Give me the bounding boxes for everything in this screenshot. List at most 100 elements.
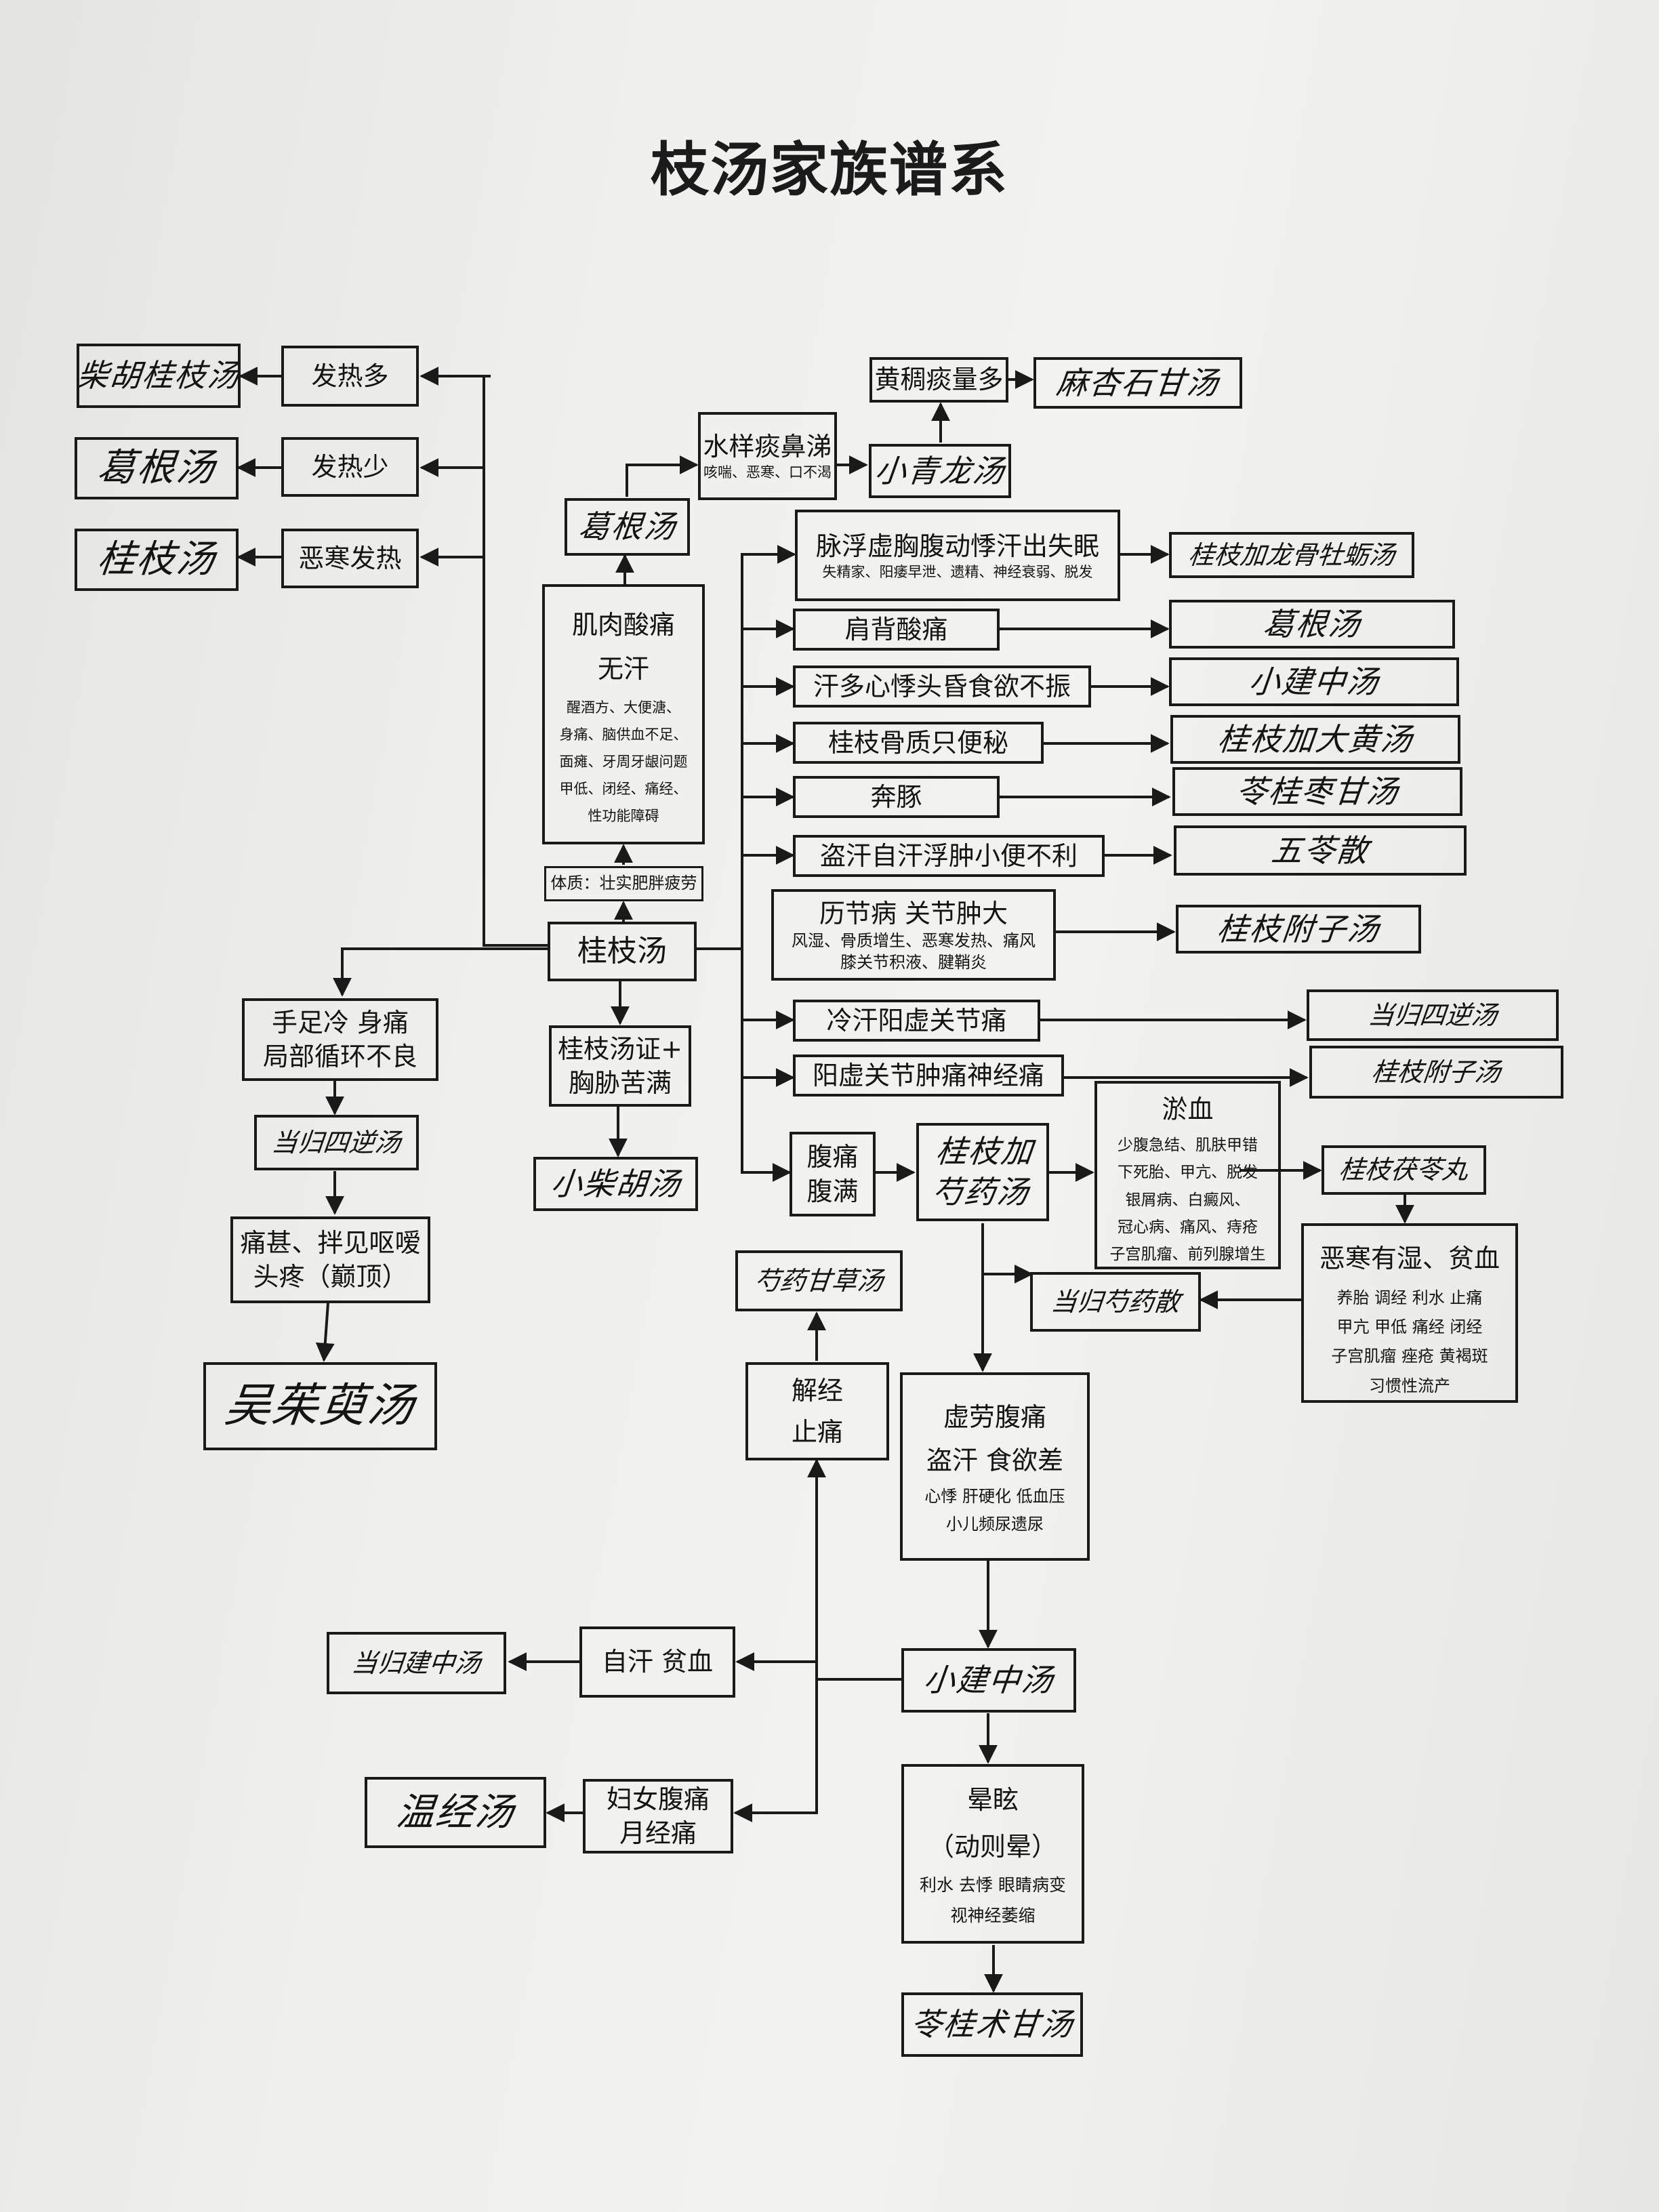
symptom-funv-futong: 妇女腹痛 月经痛 <box>583 1779 733 1853</box>
node-label: 妇女腹痛 <box>606 1784 710 1814</box>
node-label: 肩背酸痛 <box>844 614 948 644</box>
symptom-fare-duo: 发热多 <box>281 346 419 407</box>
node-detail: 视神经萎缩 <box>950 1905 1036 1925</box>
node-label: 桂枝加芍药汤 <box>930 1132 1036 1210</box>
node-detail: 下死胎、甲亢、脱发 <box>1118 1164 1258 1182</box>
formula-gegen-tang-3: 葛根汤 <box>1169 600 1455 649</box>
symptom-yangxu-guanjie: 阳虚关节肿痛神经痛 <box>793 1054 1064 1097</box>
node-label: 止痛 <box>791 1416 843 1447</box>
node-detail: 性功能障碍 <box>588 807 659 824</box>
node-label: 小建中汤 <box>922 1662 1056 1699</box>
symptom-guzhi-bianmi: 桂枝骨质只便秘 <box>793 722 1044 764</box>
symptom-xulao-futong: 虚劳腹痛 盗汗 食欲差 心悸 肝硬化 低血压 小儿频尿遗尿 <box>900 1372 1090 1561</box>
node-detail: 身痛、脑供血不足、 <box>559 726 688 743</box>
symptom-yuxue: 淤血 少腹急结、肌肤甲错 下死胎、甲亢、脱发 银屑病、白癜风、 冠心病、痛风、痔… <box>1094 1081 1281 1269</box>
node-label: 胸胁苦满 <box>568 1068 672 1098</box>
node-label: 肌肉酸痛 <box>571 610 675 640</box>
node-label: 桂枝茯苓丸 <box>1338 1155 1470 1185</box>
node-label: 解经 <box>791 1375 843 1406</box>
node-label: 体质：壮实肥胖疲劳 <box>550 874 697 893</box>
node-label: 小柴胡汤 <box>548 1165 683 1202</box>
formula-xiaojianzhong-tang-2: 小建中汤 <box>901 1648 1076 1713</box>
node-label: 桂枝加大黄汤 <box>1216 720 1415 758</box>
symptom-fare-shao: 发热少 <box>281 437 419 497</box>
symptom-maifu-xu: 脉浮虚胸腹动悸汗出失眠失精家、阳痿早泄、遗精、神经衰弱、脱发 <box>795 510 1120 601</box>
formula-gegen-tang-2: 葛根汤 <box>565 498 690 556</box>
symptom-xiongxie-kuman: 桂枝汤证+ 胸胁苦满 <box>549 1025 691 1107</box>
node-label: 水样痰鼻涕 <box>703 432 832 462</box>
node-detail: 甲低、闭经、痛经、 <box>559 780 688 797</box>
node-label: 葛根汤 <box>576 508 678 546</box>
node-label: 桂枝汤证+ <box>558 1033 682 1064</box>
node-label: 恶寒有湿、贫血 <box>1319 1244 1500 1273</box>
node-label: 阳虚关节肿痛神经痛 <box>812 1060 1044 1090</box>
node-label: 桂枝骨质只便秘 <box>827 727 1008 758</box>
symptom-zihan-pinxue: 自汗 贫血 <box>579 1626 735 1698</box>
node-label: 麻杏石甘汤 <box>1054 364 1221 401</box>
symptom-jirou-suantong: 肌肉酸痛 无汗 醒酒方、大便溏、 身痛、脑供血不足、 面瘫、牙周牙龈问题 甲低、… <box>542 584 705 844</box>
node-label: 盗汗自汗浮肿小便不利 <box>819 840 1078 871</box>
node-label: 局部循环不良 <box>262 1042 417 1071</box>
node-label: 痛甚、拌见呕嗳 <box>240 1227 421 1258</box>
node-label: 桂枝附子汤 <box>1215 910 1382 947</box>
node-label: 冷汗阳虚关节痛 <box>826 1005 1007 1036</box>
node-label: 无汗 <box>597 653 649 684</box>
node-detail: 子宫肌瘤、前列腺增生 <box>1109 1246 1266 1263</box>
node-label: 吴茱萸汤 <box>222 1379 418 1433</box>
node-sublabel: 咳喘、恶寒、口不渴 <box>703 464 832 481</box>
formula-guizhi-fuzi-tang-1: 桂枝附子汤 <box>1176 905 1421 954</box>
node-label: 苓桂术甘汤 <box>909 2006 1076 2043</box>
symptom-daohan-zihan: 盗汗自汗浮肿小便不利 <box>793 835 1105 877</box>
node-label: 柴胡桂枝汤 <box>77 357 241 394</box>
symptom-shuiyang-tan: 水样痰鼻涕咳喘、恶寒、口不渴 <box>698 412 837 500</box>
symptom-handuo-xinji: 汗多心悸头昏食欲不振 <box>793 665 1091 708</box>
formula-danggui-sini-tang-2: 当归四逆汤 <box>254 1115 419 1170</box>
formula-guizhi-tang-center: 桂枝汤 <box>548 922 697 981</box>
node-detail: 甲亢 甲低 痛经 闭经 <box>1336 1317 1483 1337</box>
node-label: 虚劳腹痛 <box>943 1401 1046 1432</box>
formula-danggui-jianzhong-tang: 当归建中汤 <box>327 1632 506 1694</box>
node-detail: 养胎 调经 利水 止痛 <box>1336 1288 1483 1307</box>
formula-guizhi-longgu-muli-tang: 桂枝加龙骨牡蛎汤 <box>1169 532 1414 578</box>
node-detail: 子宫肌瘤 痤疮 黄褐斑 <box>1331 1347 1488 1366</box>
symptom-futong-fuman: 腹痛 腹满 <box>790 1132 876 1216</box>
node-label: 自汗 贫血 <box>601 1647 714 1677</box>
node-label: 葛根汤 <box>95 446 218 491</box>
formula-xiaojianzhong-tang-1: 小建中汤 <box>1169 657 1459 706</box>
node-label: 盗汗 食欲差 <box>926 1446 1064 1476</box>
node-label: 桂枝加龙骨牡蛎汤 <box>1187 539 1397 570</box>
node-label: 淤血 <box>1162 1094 1214 1124</box>
node-label: 五苓散 <box>1269 832 1371 869</box>
formula-guizhi-tang-1: 桂枝汤 <box>75 529 239 591</box>
formula-wuzhuyu-tang: 吴茱萸汤 <box>203 1362 437 1450</box>
symptom-lijie-bing: 历节病 关节肿大 风湿、骨质增生、恶寒发热、痛风 膝关节积液、腱鞘炎 <box>771 889 1056 981</box>
symptom-ehan-youshi: 恶寒有湿、贫血 养胎 调经 利水 止痛 甲亢 甲低 痛经 闭经 子宫肌瘤 痤疮 … <box>1301 1223 1518 1403</box>
formula-wenjing-tang: 温经汤 <box>365 1777 546 1848</box>
node-label: 发热少 <box>311 451 389 482</box>
node-label: 桂枝汤 <box>577 933 667 968</box>
node-detail: 心悸 肝硬化 低血压 <box>924 1486 1065 1506</box>
effect-jiejing-zhitong: 解经 止痛 <box>745 1362 889 1460</box>
formula-gegen-tang-1: 葛根汤 <box>75 437 239 499</box>
node-label: 手足冷 身痛 <box>271 1007 409 1038</box>
node-detail: 少腹急结、肌肤甲错 <box>1118 1136 1258 1154</box>
node-label: 月经痛 <box>619 1818 697 1848</box>
formula-shaoyao-gancao-tang: 芍药甘草汤 <box>735 1250 903 1311</box>
formula-wuling-san: 五苓散 <box>1174 825 1467 876</box>
node-label: 晕眩 <box>966 1785 1019 1816</box>
symptom-bentun: 奔豚 <box>793 776 1000 818</box>
node-detail: 醒酒方、大便溏、 <box>567 699 680 716</box>
node-detail: 面瘫、牙周牙龈问题 <box>559 753 688 770</box>
formula-maxing-shigan-tang: 麻杏石甘汤 <box>1033 357 1242 409</box>
node-detail: 习惯性流产 <box>1369 1376 1450 1395</box>
node-label: 当归四逆汤 <box>270 1127 403 1158</box>
symptom-shouzu-leng: 手足冷 身痛 局部循环不良 <box>242 998 438 1081</box>
node-label: 桂枝汤 <box>95 537 218 582</box>
node-sublabel: 膝关节积液、腱鞘炎 <box>840 952 987 972</box>
node-detail: 银屑病、白癜风、 <box>1125 1191 1250 1209</box>
node-label: 小建中汤 <box>1247 663 1381 700</box>
symptom-tongshen: 痛甚、拌见呕嗳 头疼（巅顶） <box>230 1216 430 1303</box>
symptom-huangchou-tan: 黄稠痰量多 <box>869 357 1008 403</box>
formula-danggui-sini-tang-1: 当归四逆汤 <box>1307 989 1559 1041</box>
node-label: 苓桂枣甘汤 <box>1234 773 1401 810</box>
